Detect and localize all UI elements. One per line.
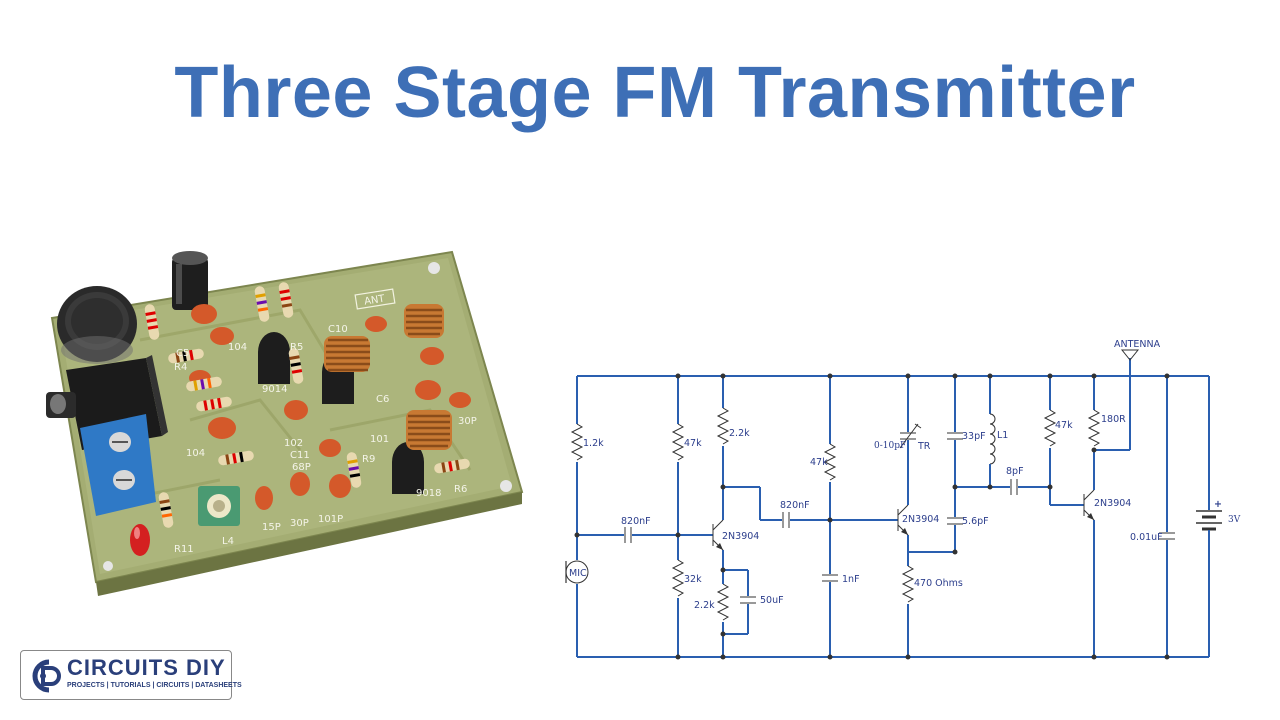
silk-r6: R6 [454, 484, 467, 495]
resistor-r5 [716, 583, 730, 621]
silk-l4: L4 [222, 536, 234, 547]
label-antenna: ANTENNA [1114, 339, 1161, 350]
label-c5: 33pF [962, 431, 986, 442]
resistors [144, 282, 470, 528]
schematic: ANTENNA 1.2k MIC 820nF 47k 32k 2.2k 2N39… [565, 339, 1241, 660]
silk-30p-b: 30P [458, 416, 477, 427]
circuits-diy-logo: CIRCUITS DIY PROJECTS | TUTORIALS | CIRC… [20, 650, 242, 700]
silk-r5: R5 [290, 342, 303, 353]
silk-r9: R9 [362, 454, 375, 465]
silk-r11: R11 [174, 544, 194, 555]
resistor-r8 [1043, 409, 1057, 447]
silk-c6: C6 [376, 394, 389, 405]
label-c1: 820nF [621, 516, 651, 527]
silk-ant: ANT [364, 293, 387, 307]
label-r5: 2.2k [694, 600, 715, 611]
page-title: Three Stage FM Transmitter [174, 53, 1136, 133]
label-r7: 470 Ohms [914, 578, 963, 589]
inductor-l1 [989, 413, 996, 465]
copper-coil-1 [324, 336, 370, 372]
logo-tagline: PROJECTS | TUTORIALS | CIRCUITS | DATASH… [67, 682, 242, 689]
label-tr: TR [917, 441, 931, 452]
resistor-r7 [901, 565, 915, 603]
resistor-r4 [716, 407, 730, 445]
label-r1: 1.2k [583, 438, 604, 449]
copper-coil-3 [406, 410, 452, 450]
pcb-board-edge [96, 492, 522, 596]
label-c2: 50uF [760, 595, 784, 606]
silk-c5: C5 [176, 348, 189, 359]
label-r3: 32k [684, 574, 702, 585]
silk-68p: 68P [292, 462, 311, 473]
transistor-9014 [258, 332, 290, 384]
label-r8: 47k [1055, 420, 1073, 431]
terminal-block [80, 414, 156, 516]
silk-104: 104 [228, 342, 247, 353]
label-c8: 0.01uF [1130, 532, 1163, 543]
pcb-photo: ANT C10 C5 R4 104 9014 9018 102 101 C11 … [46, 250, 524, 596]
label-trimmer: 0-10pF [874, 441, 906, 451]
silk-101: 101 [370, 434, 389, 445]
label-l1: L1 [997, 430, 1008, 441]
silk-r4: R4 [174, 362, 187, 373]
resistor-r6 [823, 443, 837, 481]
resistor-r3 [671, 559, 685, 597]
label-r6: 47k [810, 457, 828, 468]
resistor-r9 [1087, 409, 1101, 447]
silk-9018: 9018 [416, 488, 441, 499]
antenna-symbol [1120, 349, 1140, 361]
label-mic: MIC [569, 568, 587, 579]
led [130, 524, 150, 556]
circuit-logo-icon [32, 659, 61, 693]
silk-104-b: 104 [186, 448, 205, 459]
label-r2: 47k [684, 438, 702, 449]
label-battery-plus: + [1214, 499, 1222, 510]
resistor-r1 [570, 423, 584, 461]
label-r9: 180R [1101, 414, 1126, 425]
silk-c11: C11 [290, 450, 310, 461]
silk-30p: 30P [290, 518, 309, 529]
label-battery: 3V [1228, 515, 1241, 525]
label-q1: 2N3904 [722, 531, 759, 542]
silkscreen-labels: ANT C10 C5 R4 104 9014 9018 102 101 C11 … [174, 293, 477, 555]
copper-coil-2 [404, 304, 444, 338]
label-r4: 2.2k [729, 428, 750, 439]
label-q2: 2N3904 [902, 514, 939, 525]
junctions [574, 373, 1170, 660]
logo-name: CIRCUITS DIY [67, 655, 226, 680]
resistor-r2 [671, 423, 685, 461]
silk-9014: 9014 [262, 384, 287, 395]
battery-symbol [1196, 510, 1222, 531]
label-q3: 2N3904 [1094, 498, 1131, 509]
transistor-9018-b [392, 442, 424, 494]
silk-101p: 101P [318, 514, 343, 525]
label-c4: 1nF [842, 574, 860, 585]
label-c7: 8pF [1006, 466, 1024, 477]
silk-102: 102 [284, 438, 303, 449]
silk-15p: 15P [262, 522, 281, 533]
silk-c10: C10 [328, 324, 348, 335]
label-c6: 5.6pF [962, 516, 989, 527]
label-c3: 820nF [780, 500, 810, 511]
